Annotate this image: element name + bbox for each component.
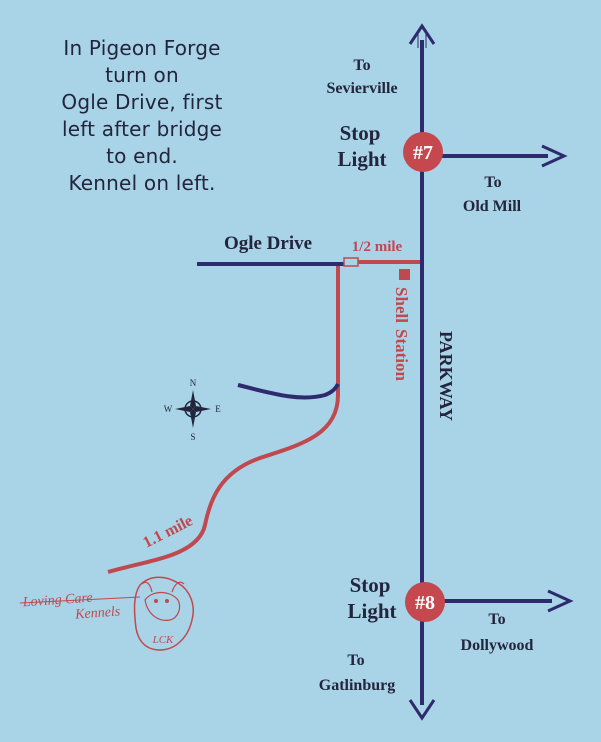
- ogle-drive-label: Ogle Drive: [224, 233, 312, 254]
- to-gatlinburg-label-2: Gatlinburg: [319, 677, 395, 694]
- half-mile-label: 1/2 mile: [352, 239, 403, 255]
- arrow-east-old-mill-icon: [541, 144, 568, 168]
- compass-e-label: E: [215, 404, 221, 414]
- directions-line-4: left after bridge: [62, 117, 222, 141]
- arrow-east-dollywood-icon: [547, 589, 574, 613]
- directions-line-6: Kennel on left.: [68, 171, 216, 195]
- directions-line-2: turn on: [105, 63, 179, 87]
- compass-s-label: S: [190, 432, 195, 442]
- stop-light-8-label-1: Stop: [350, 573, 391, 597]
- to-old-mill-label-1: To: [484, 174, 501, 191]
- arrow-north-icon: [408, 23, 436, 45]
- directions-line-1: In Pigeon Forge: [63, 36, 221, 60]
- directions-line-3: Ogle Drive, first: [61, 90, 223, 114]
- to-dollywood-label-2: Dollywood: [461, 637, 534, 654]
- stop-light-7-label-2: Light: [337, 147, 386, 171]
- arrow-south-icon: [408, 699, 436, 721]
- compass-icon: [175, 390, 211, 428]
- shell-station-label-1: Shell: [392, 287, 411, 323]
- to-dollywood-label-1: To: [488, 611, 505, 628]
- to-old-mill-label-2: Old Mill: [463, 198, 522, 215]
- directions-line-5: to end.: [106, 144, 178, 168]
- stop-light-8-label-2: Light: [347, 599, 396, 623]
- to-sevierville-label-2: Sevierville: [326, 80, 397, 97]
- stop-light-7-badge: [403, 132, 443, 172]
- loving-care-kennels-logo: [19, 576, 194, 651]
- bridge-marker: [343, 257, 359, 267]
- logo-line-2: Kennels: [74, 604, 122, 622]
- directions-text: In Pigeon Forge turn on Ogle Drive, firs…: [22, 35, 262, 197]
- logo-initials: LCK: [152, 634, 174, 646]
- side-road: [237, 383, 340, 400]
- parkway-label: PARKWAY: [436, 331, 456, 421]
- stop-light-7-label-1: Stop: [340, 121, 381, 145]
- logo-line-1: Loving Care: [21, 591, 93, 611]
- badge-8-text: #8: [415, 592, 435, 614]
- badge-7-text: #7: [413, 142, 433, 164]
- to-gatlinburg-label-1: To: [347, 652, 364, 669]
- shell-station-label-2: Station: [392, 329, 411, 382]
- compass-w-label: W: [164, 404, 173, 414]
- route-to-kennel: [107, 266, 340, 574]
- to-sevierville-label-1: To: [353, 57, 370, 74]
- stop-light-8-badge: [405, 582, 445, 622]
- shell-station-marker: [399, 269, 410, 280]
- compass-n-label: N: [190, 378, 197, 388]
